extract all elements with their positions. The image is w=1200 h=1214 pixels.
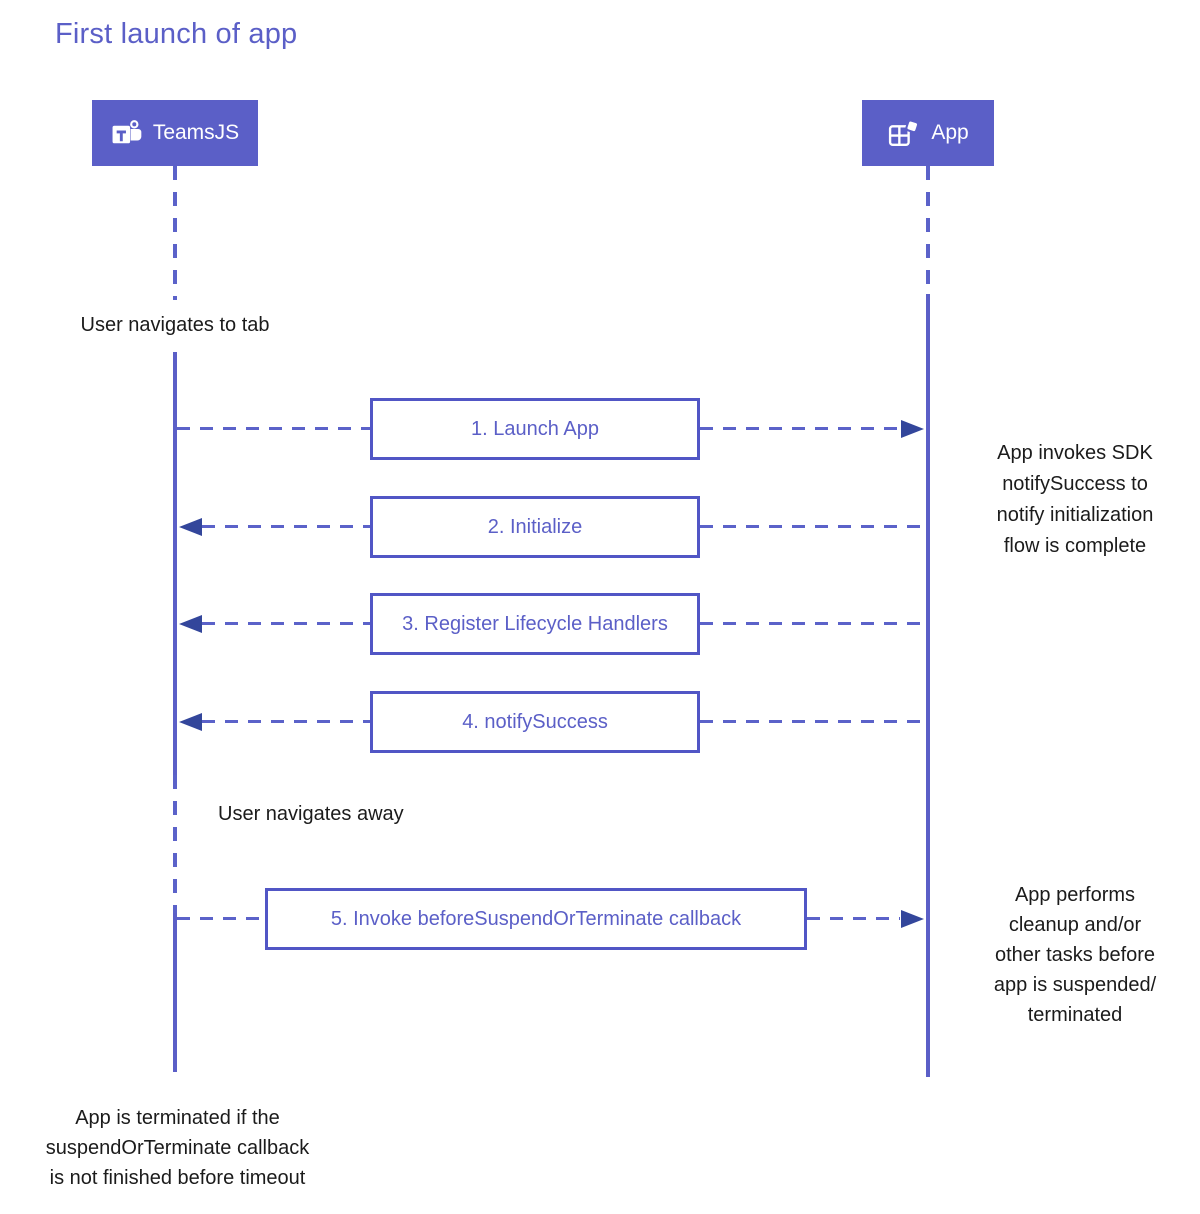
arrow-left-icon <box>179 615 202 633</box>
message-1-label: 1. Launch App <box>471 417 599 440</box>
message-4-box: 4. notifySuccess <box>370 691 700 753</box>
message-4-label: 4. notifySuccess <box>462 710 608 733</box>
note-terminated-on-timeout: App is terminated if the suspendOrTermin… <box>45 1107 310 1189</box>
message-3-connector-left <box>202 622 370 625</box>
message-5-label: 5. Invoke beforeSuspendOrTerminate callb… <box>330 907 742 930</box>
message-4-connector-right <box>700 720 926 723</box>
lifeline-teamsjs-solid-bottom <box>173 913 177 1072</box>
arrow-left-icon <box>179 518 202 536</box>
arrow-right-icon <box>901 910 924 928</box>
lifeline-app-solid <box>926 294 930 1077</box>
message-2-connector-left <box>202 525 370 528</box>
message-2-label: 2. Initialize <box>487 515 583 538</box>
message-1-box: 1. Launch App <box>370 398 700 460</box>
note-user-navigates-away: User navigates away <box>218 803 404 825</box>
message-4-connector-left <box>202 720 370 723</box>
arrow-left-icon <box>179 713 202 731</box>
app-grid-icon <box>887 117 922 150</box>
message-2-box: 2. Initialize <box>370 496 700 558</box>
lifeline-app-dashed-top <box>926 166 930 294</box>
teams-icon <box>111 117 144 150</box>
arrow-right-icon <box>901 420 924 438</box>
note-app-performs-cleanup: App performs cleanup and/or other tasks … <box>993 884 1157 1026</box>
lifeline-teamsjs-solid-main <box>173 352 177 775</box>
lifeline-teamsjs-dashed-mid <box>173 775 177 913</box>
message-3-box: 3. Register Lifecycle Handlers <box>370 593 700 655</box>
message-2-connector-right <box>700 525 926 528</box>
message-5-connector-right <box>807 917 900 920</box>
message-1-connector-right <box>700 427 900 430</box>
actor-app: App <box>862 100 994 166</box>
actor-teamsjs: TeamsJS <box>92 100 258 166</box>
lifeline-teamsjs-dashed-top <box>173 166 177 300</box>
note-app-invokes-sdk: App invokes SDK notifySuccess to notify … <box>996 442 1154 557</box>
message-5-box: 5. Invoke beforeSuspendOrTerminate callb… <box>265 888 807 950</box>
note-user-navigates-to-tab: User navigates to tab <box>80 314 270 336</box>
message-3-label: 3. Register Lifecycle Handlers <box>402 612 668 635</box>
page-title: First launch of app <box>55 18 298 50</box>
actor-teamsjs-label: TeamsJS <box>152 121 240 144</box>
message-5-connector-left <box>177 917 265 920</box>
message-3-connector-right <box>700 622 926 625</box>
message-1-connector-left <box>177 427 370 430</box>
actor-app-label: App <box>931 121 969 144</box>
